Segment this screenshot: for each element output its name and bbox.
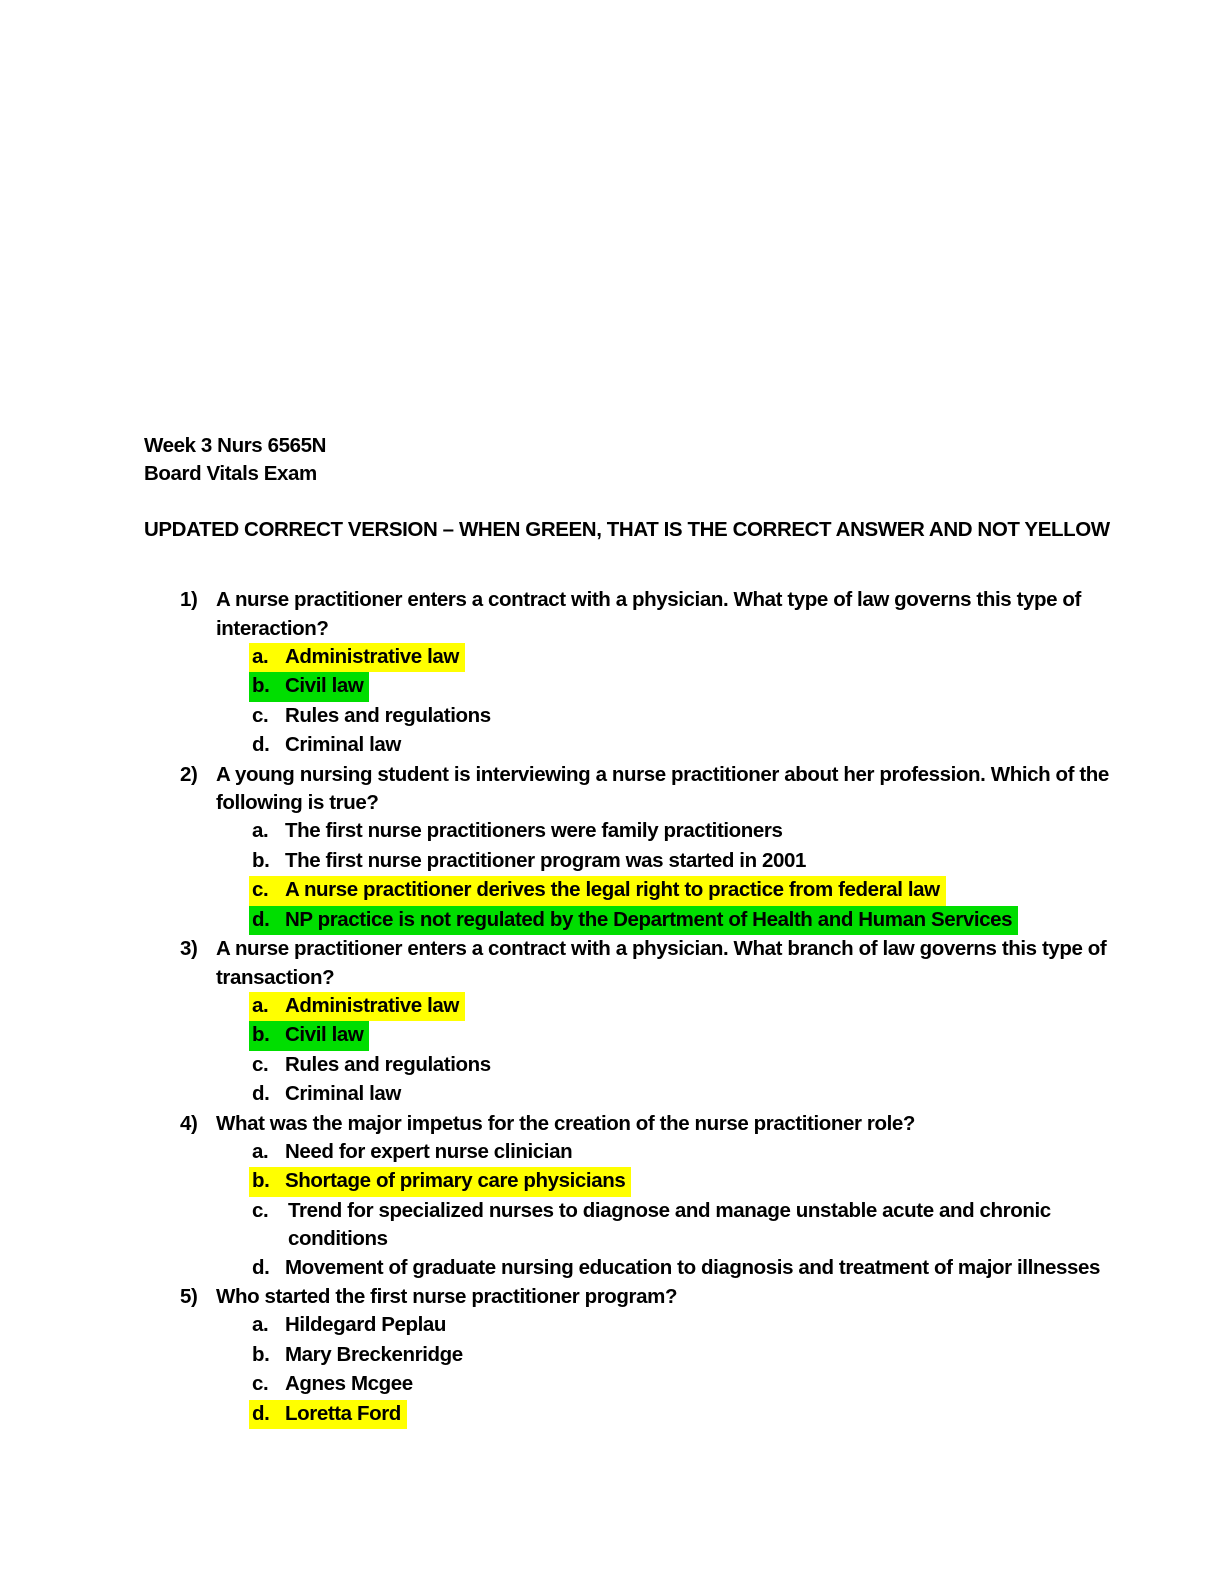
option-row: c. Trend for specialized nurses to diagn…: [144, 1197, 1080, 1254]
option-letter: a.: [252, 645, 269, 669]
option-letter: a.: [252, 819, 269, 843]
option-row: d. Criminal law: [144, 1080, 1080, 1109]
question-item: 5) Who started the first nurse practitio…: [144, 1283, 1080, 1429]
option-letter: b.: [252, 1169, 270, 1193]
updated-version-notice: UPDATED CORRECT VERSION – WHEN GREEN, TH…: [144, 517, 1110, 541]
option-row: d. NP practice is not regulated by the De…: [144, 905, 1080, 936]
option-row: d. Movement of graduate nursing education…: [144, 1254, 1100, 1283]
option-letter: c.: [252, 703, 269, 727]
highlight-yellow: a. Administrative law: [249, 643, 465, 673]
highlight-yellow: a. Administrative law: [249, 991, 465, 1022]
option-letter: c.: [252, 1372, 269, 1396]
option-letter: c.: [252, 878, 269, 902]
option-text: The first nurse practitioners were famil…: [285, 819, 783, 843]
question-item: 1) A nurse practitioner enters a contrac…: [144, 586, 1081, 760]
question-stem: 5) Who started the first nurse practitio…: [144, 1283, 1080, 1311]
option-row: a. Hildegard Peplau: [144, 1311, 1080, 1340]
question-text-line: What was the major impetus for the creat…: [216, 1111, 916, 1135]
option-row: b. Shortage of primary care physicians: [144, 1167, 1080, 1197]
option-text: Criminal law: [285, 1082, 401, 1106]
option-text: conditions: [288, 1227, 388, 1251]
option-row: a. Administrative law: [144, 991, 1080, 1022]
option-text: A nurse practitioner derives the legal r…: [285, 878, 940, 902]
option-text: Rules and regulations: [285, 703, 491, 727]
option-row: c. Agnes Mcgee: [144, 1370, 1080, 1399]
question-list: 1) A nurse practitioner enters a contrac…: [144, 586, 1109, 1429]
option-text: Trend for specialized nurses to diagnose…: [288, 1198, 1051, 1222]
option-text: Civil law: [285, 1023, 364, 1047]
option-row: b. Civil law: [144, 672, 1080, 702]
question-text-line: A nurse practitioner enters a contract w…: [216, 588, 1081, 612]
option-row: d. Criminal law: [144, 731, 1080, 760]
option-text: Agnes Mcgee: [285, 1372, 413, 1396]
question-text-line: transaction?: [216, 965, 335, 989]
question-number: 1): [180, 588, 198, 612]
option-row: d. Loretta Ford: [144, 1399, 1080, 1429]
option-row: a. The first nurse practitioners were fam…: [144, 817, 1080, 846]
option-letter: d.: [252, 1082, 270, 1106]
question-item: 2) A young nursing student is interviewi…: [144, 761, 1109, 936]
question-stem: 3) A nurse practitioner enters a contrac…: [144, 935, 1107, 992]
question-text-line: following is true?: [216, 791, 379, 815]
highlight-green: b. Civil law: [249, 1021, 370, 1051]
option-letter: c.: [252, 1198, 269, 1222]
question-text-line: interaction?: [216, 616, 329, 640]
option-letter: a.: [252, 1139, 269, 1163]
header-exam-title: Board Vitals Exam: [144, 462, 317, 486]
option-text: NP practice is not regulated by the Depa…: [285, 907, 1013, 931]
document-header: Week 3 Nurs 6565N Board Vitals Exam: [144, 432, 1080, 489]
option-letter: b.: [252, 1023, 270, 1047]
option-text: Hildegard Peplau: [285, 1313, 447, 1337]
question-number: 2): [180, 762, 198, 786]
option-text: The first nurse practitioner program was…: [285, 848, 807, 872]
option-letter: d.: [252, 1401, 270, 1425]
question-text-line: A nurse practitioner enters a contract w…: [216, 937, 1107, 961]
question-number: 5): [180, 1284, 198, 1308]
question-stem: 4) What was the major impetus for the cr…: [144, 1110, 1080, 1138]
highlight-yellow: b. Shortage of primary care physicians: [249, 1167, 632, 1197]
option-row: c. Rules and regulations: [144, 702, 1080, 731]
option-text: Civil law: [285, 674, 364, 698]
option-text: Rules and regulations: [285, 1052, 491, 1076]
option-letter: a.: [252, 1313, 269, 1337]
question-item: 4) What was the major impetus for the cr…: [144, 1110, 1100, 1283]
question-stem: 2) A young nursing student is interviewi…: [144, 761, 1109, 818]
option-text: Shortage of primary care physicians: [285, 1169, 626, 1193]
option-row: c. A nurse practitioner derives the legal…: [144, 876, 1080, 906]
question-number: 3): [180, 937, 198, 961]
option-text: Loretta Ford: [285, 1401, 401, 1425]
option-text: Need for expert nurse clinician: [285, 1139, 573, 1163]
highlight-green: b. Civil law: [249, 672, 370, 702]
question-item: 3) A nurse practitioner enters a contrac…: [144, 935, 1107, 1109]
highlight-green: d. NP practice is not regulated by the De…: [249, 905, 1019, 936]
question-stem: 1) A nurse practitioner enters a contrac…: [144, 586, 1081, 643]
option-letter: a.: [252, 993, 269, 1017]
option-letter: b.: [252, 674, 270, 698]
option-text: Administrative law: [285, 993, 459, 1017]
option-letter: b.: [252, 848, 270, 872]
option-text: Mary Breckenridge: [285, 1342, 463, 1366]
question-number: 4): [180, 1111, 198, 1135]
header-course-title: Week 3 Nurs 6565N: [144, 434, 326, 457]
option-text: Administrative law: [285, 645, 459, 669]
option-text: Criminal law: [285, 733, 401, 757]
option-text: Movement of graduate nursing education t…: [285, 1255, 1101, 1279]
option-letter: d.: [252, 1255, 270, 1279]
option-letter: d.: [252, 907, 270, 931]
option-letter: b.: [252, 1342, 270, 1366]
option-row: b. Mary Breckenridge: [144, 1341, 1080, 1370]
option-row: c. Rules and regulations: [144, 1051, 1080, 1080]
option-row: a. Need for expert nurse clinician: [144, 1138, 1080, 1167]
highlight-yellow: d. Loretta Ford: [249, 1399, 407, 1429]
question-text-line: A young nursing student is interviewing …: [216, 762, 1109, 786]
option-row: a. Administrative law: [144, 643, 1080, 673]
option-letter: d.: [252, 733, 270, 757]
option-row: b. The first nurse practitioner program w…: [144, 847, 1080, 876]
option-row: b. Civil law: [144, 1021, 1080, 1051]
highlight-yellow: c. A nurse practitioner derives the legal…: [249, 876, 946, 906]
option-letter: c.: [252, 1052, 269, 1076]
question-text-line: Who started the first nurse practitioner…: [216, 1284, 678, 1308]
